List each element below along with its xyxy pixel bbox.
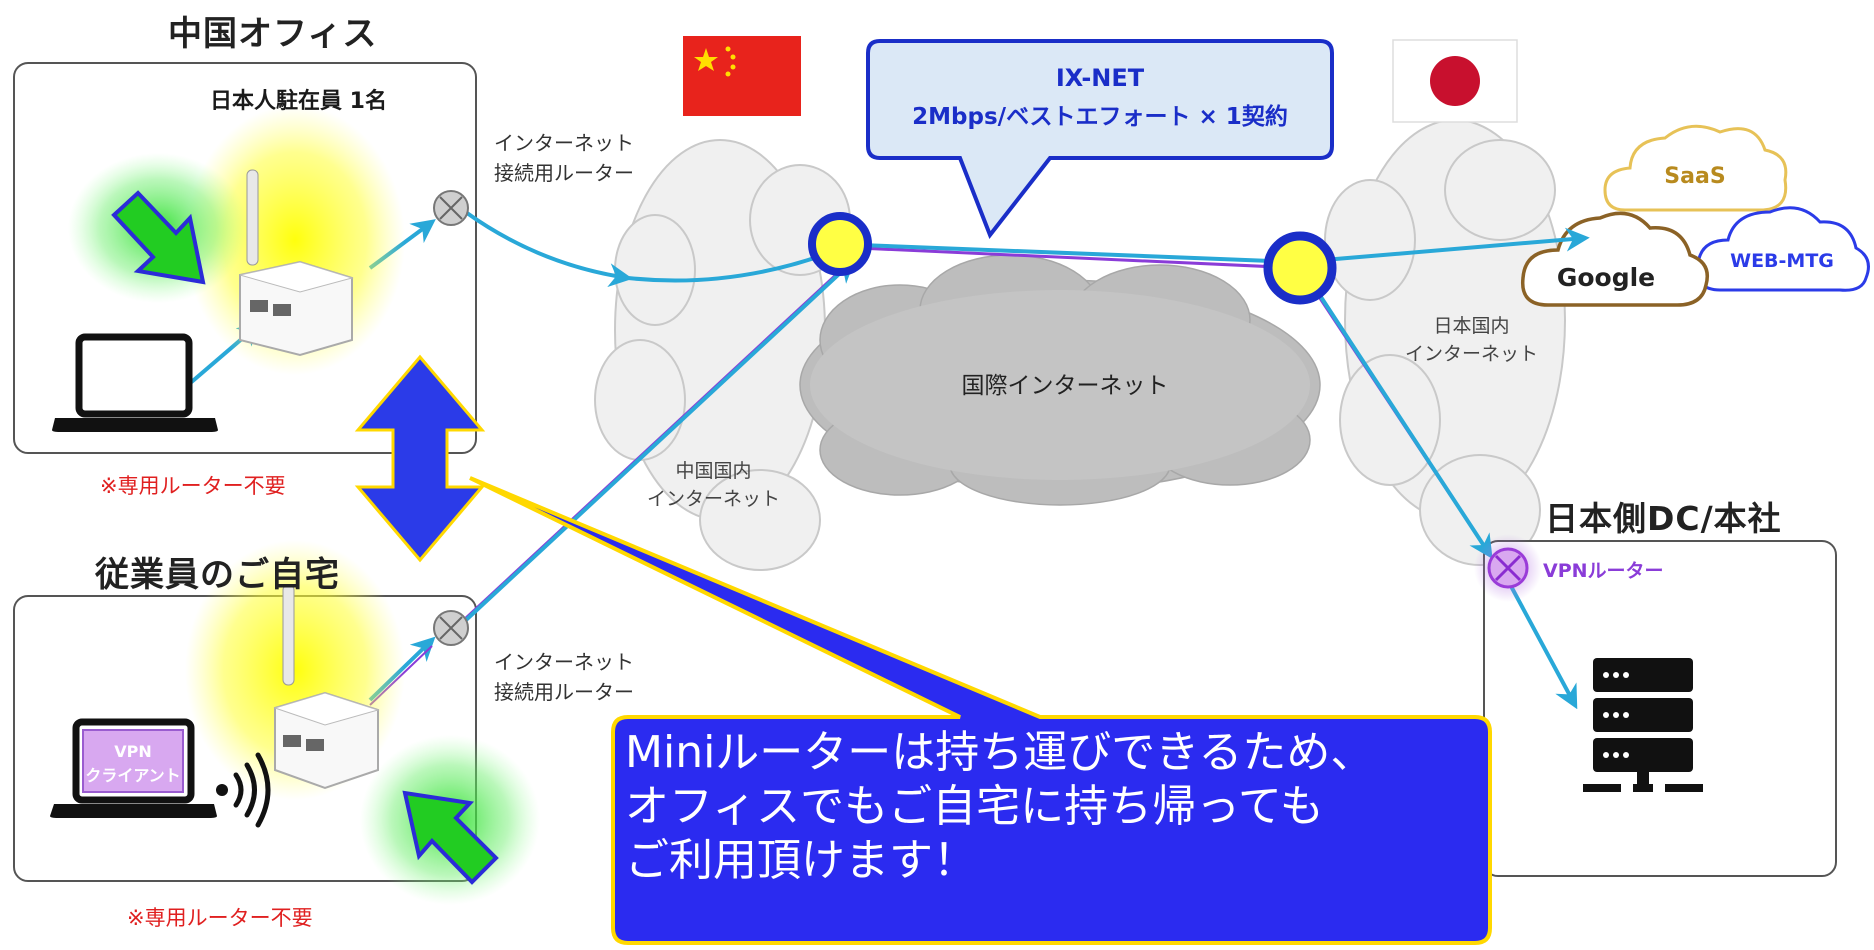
webmtg-label: WEB-MTG — [1730, 250, 1834, 272]
office-router-label-line1: インターネット — [494, 131, 634, 155]
saas-label: SaaS — [1664, 164, 1725, 189]
server-icon — [1583, 658, 1703, 792]
ixnet-node-japan-icon — [1263, 231, 1337, 305]
home-note: ※専用ルーター不要 — [127, 906, 313, 930]
saas-cloud — [1603, 124, 1788, 212]
china-domestic-label: 中国国内インターネット — [647, 457, 780, 513]
webmtg-cloud — [1696, 206, 1870, 292]
vpn-laptop-label-line1: VPN — [114, 742, 152, 761]
to-dc-line — [1298, 263, 1493, 560]
vpn-laptop-label-line2: クライアント — [85, 766, 180, 785]
main-callout-shape — [469, 476, 1492, 945]
wifi-icon — [216, 752, 271, 828]
vpn-router-label: VPNルーター — [1543, 560, 1664, 582]
ixnet-node-china-icon — [808, 212, 872, 276]
home-laptop-icon — [50, 718, 217, 818]
home-internet-line — [464, 258, 856, 622]
china-domestic-cloud — [594, 139, 851, 571]
office-minirouter-icon — [185, 105, 405, 375]
china-flag-icon — [683, 36, 801, 116]
office-laptop-icon — [52, 333, 218, 432]
home-router-label-line2: 接続用ルーター — [494, 680, 634, 704]
japan-flag-icon — [1392, 39, 1518, 123]
japan-domestic-label-line2: インターネット — [1405, 343, 1539, 365]
office-router-label-line2: 接続用ルーター — [494, 161, 634, 185]
china-office-title: 中国オフィス — [168, 14, 378, 54]
ixnet-detail: 2Mbps/ベストエフォート × 1契約 — [912, 103, 1288, 130]
japan-domestic-label-line1: 日本国内 — [1433, 315, 1510, 337]
home-minirouter-icon — [185, 540, 405, 800]
office-note: ※専用ルーター不要 — [100, 474, 286, 498]
home-internet-router-icon — [433, 610, 469, 646]
china-domestic-label-line2: インターネット — [647, 488, 781, 510]
office-internet-line — [465, 211, 633, 288]
office-internet-router-icon — [433, 190, 469, 226]
ixnet-title: IX-NET — [1056, 64, 1145, 92]
intl-internet-label: 国際インターネット — [962, 373, 1169, 399]
staff-label: 日本人駐在員 1名 — [210, 89, 387, 114]
home-router-label-line1: インターネット — [494, 650, 634, 674]
vpn-router-icon — [1474, 534, 1542, 602]
ixnet-callout-shape — [866, 39, 1334, 240]
home-router-label: インターネット接続用ルーター — [494, 647, 634, 707]
office-router-label: インターネット接続用ルーター — [494, 128, 634, 188]
ixnet-backbone-line — [859, 243, 1299, 264]
office-green-arrow-icon — [68, 153, 248, 303]
home-title: 従業員のご自宅 — [95, 555, 340, 595]
home-green-arrow-icon — [360, 735, 540, 905]
japan-domestic-label: 日本国内インターネット — [1405, 312, 1538, 368]
intl-internet-cloud — [799, 254, 1321, 506]
double-arrow-icon — [354, 354, 486, 563]
to-google-line — [1299, 227, 1590, 264]
japan-dc-title: 日本側DC/本社 — [1545, 499, 1782, 538]
main-callout-text: Miniルーターは持ち運びできるため、 オフィスでもご自宅に持ち帰っても ご利用… — [625, 727, 1375, 886]
china-domestic-label-line1: 中国国内 — [675, 460, 752, 482]
google-label: Google — [1557, 263, 1655, 292]
